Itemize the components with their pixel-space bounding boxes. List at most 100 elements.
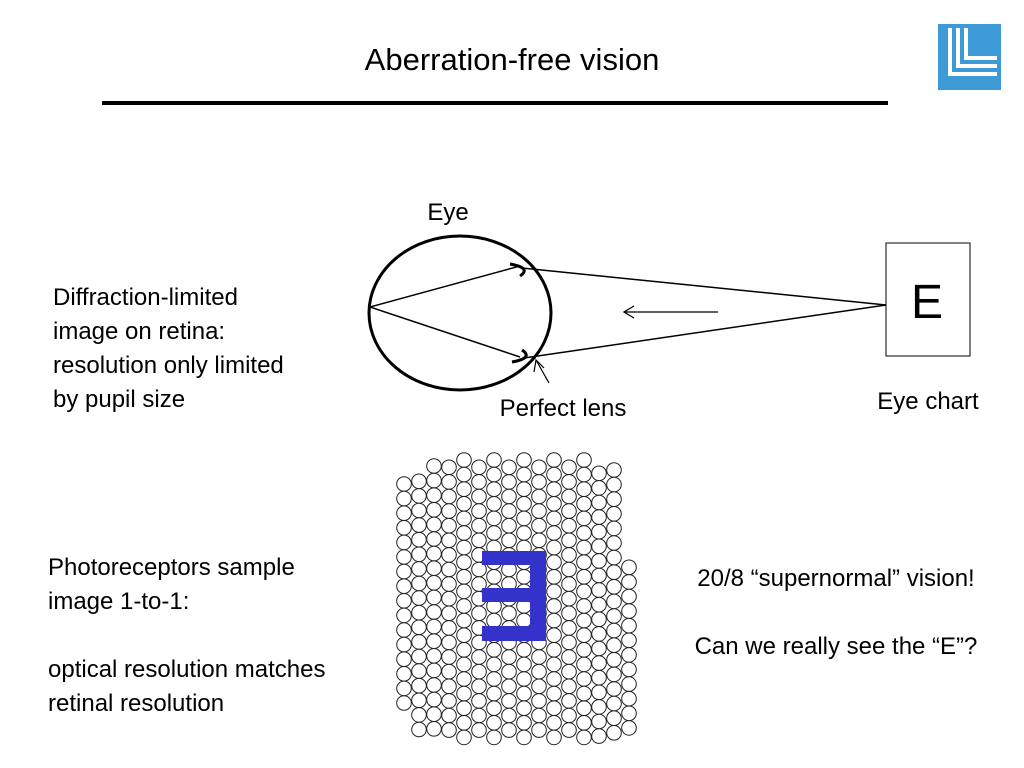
ray-inner-bottom bbox=[369, 306, 521, 358]
photoreceptor-cell bbox=[411, 663, 427, 679]
photoreceptor-cell bbox=[576, 569, 592, 585]
photoreceptor-cell bbox=[456, 569, 472, 585]
photoreceptor-cell bbox=[396, 636, 412, 653]
photoreceptor-cell bbox=[621, 617, 637, 634]
photoreceptor-cell bbox=[621, 720, 637, 736]
photoreceptor-cell bbox=[441, 678, 457, 695]
ray-inner-top bbox=[369, 265, 521, 308]
photoreceptor-cell bbox=[471, 678, 487, 695]
photoreceptor-cell bbox=[606, 608, 622, 624]
diffraction-text: Diffraction-limited image on retina: res… bbox=[53, 281, 284, 417]
photoreceptor-cell bbox=[546, 539, 562, 556]
photoreceptor-cell bbox=[576, 627, 592, 644]
photoreceptor-cell bbox=[531, 474, 547, 490]
ray-outer-top bbox=[521, 267, 887, 306]
photoreceptor-cell bbox=[441, 517, 457, 534]
photoreceptor-cell bbox=[426, 648, 442, 664]
photoreceptor-cell bbox=[546, 612, 562, 629]
photoreceptor-cell bbox=[486, 496, 502, 512]
photoreceptor-cell bbox=[561, 620, 577, 636]
photoreceptor-cell bbox=[471, 517, 487, 534]
photoreceptor-cell bbox=[591, 611, 607, 628]
photoreceptor-cell bbox=[516, 569, 532, 585]
photoreceptor-cell bbox=[441, 707, 457, 724]
photoreceptor-cell bbox=[606, 681, 622, 697]
photoreceptor-cell bbox=[501, 488, 517, 505]
photoreceptor-cell bbox=[426, 618, 442, 635]
sampled-e-segment bbox=[482, 588, 546, 602]
photoreceptor-cell bbox=[426, 502, 442, 518]
eyeball-outline bbox=[367, 234, 553, 392]
photoreceptor-cell bbox=[621, 647, 637, 663]
photoreceptor-cell bbox=[441, 547, 457, 563]
photoreceptor-cell bbox=[396, 476, 412, 492]
photoreceptor-line: retinal resolution bbox=[48, 690, 225, 717]
photoreceptor-cell bbox=[486, 656, 502, 673]
photoreceptor-cell bbox=[411, 707, 427, 723]
photoreceptor-cell bbox=[426, 575, 442, 591]
photoreceptor-cell bbox=[411, 561, 427, 577]
photoreceptor-cell bbox=[426, 604, 442, 620]
photoreceptor-cell bbox=[531, 722, 547, 738]
photoreceptor-cell bbox=[591, 480, 607, 496]
photoreceptor-cell bbox=[546, 671, 562, 687]
photoreceptor-cell bbox=[396, 607, 412, 624]
photoreceptor-cell bbox=[576, 496, 592, 512]
photoreceptor-cell bbox=[396, 505, 412, 522]
photoreceptor-cell bbox=[501, 707, 517, 724]
photoreceptor-cell bbox=[546, 598, 562, 614]
photoreceptor-cell bbox=[546, 583, 562, 600]
photoreceptor-cell bbox=[606, 725, 622, 741]
photoreceptor-cell bbox=[426, 721, 442, 737]
photoreceptor-cell bbox=[606, 652, 622, 668]
photoreceptor-cell bbox=[486, 481, 502, 498]
photoreceptor-cell bbox=[426, 458, 442, 474]
photoreceptor-cell bbox=[546, 627, 562, 644]
photoreceptor-cell bbox=[471, 663, 487, 680]
photoreceptor-cell bbox=[486, 466, 502, 483]
photoreceptor-cell bbox=[426, 589, 442, 606]
photoreceptor-cell bbox=[426, 706, 442, 723]
photoreceptor-cell bbox=[411, 502, 427, 519]
photoreceptor-cell bbox=[411, 488, 427, 504]
photoreceptor-cell bbox=[576, 612, 592, 629]
photoreceptor-cell bbox=[456, 452, 472, 468]
photoreceptor-cell bbox=[396, 593, 412, 609]
eye-chart-letter: E bbox=[911, 276, 943, 329]
photoreceptor-cell bbox=[456, 466, 472, 483]
photoreceptor-cell bbox=[456, 700, 472, 717]
photoreceptor-cell bbox=[471, 503, 487, 519]
photoreceptor-cell bbox=[396, 563, 412, 580]
photoreceptor-cell bbox=[441, 576, 457, 592]
photoreceptor-cell bbox=[501, 532, 517, 549]
photoreceptor-cell bbox=[576, 685, 592, 702]
photoreceptor-cell bbox=[591, 567, 607, 584]
photoreceptor-cell bbox=[561, 576, 577, 592]
photoreceptor-cell bbox=[606, 462, 622, 478]
photoreceptor-cell bbox=[561, 722, 577, 738]
photoreceptor-cell bbox=[576, 466, 592, 483]
photoreceptor-cell bbox=[591, 728, 607, 744]
photoreceptor-cell bbox=[621, 705, 637, 722]
slide-title: Aberration-free vision bbox=[364, 42, 660, 77]
photoreceptor-cell bbox=[396, 534, 412, 551]
photoreceptor-cell bbox=[576, 729, 592, 746]
photoreceptor-cell bbox=[591, 494, 607, 511]
photoreceptor-cell bbox=[396, 651, 412, 668]
photoreceptor-cell bbox=[411, 619, 427, 636]
photoreceptor-cell bbox=[456, 642, 472, 658]
eye-label: Eye bbox=[427, 199, 468, 226]
photoreceptor-cell bbox=[606, 491, 622, 508]
photoreceptor-cell bbox=[561, 634, 577, 651]
photoreceptor-cell bbox=[486, 525, 502, 541]
photoreceptor-cell bbox=[591, 626, 607, 642]
photoreceptor-cell bbox=[396, 520, 412, 536]
photoreceptor-cell bbox=[456, 612, 472, 629]
photoreceptor-cell bbox=[486, 510, 502, 527]
photoreceptor-cell bbox=[561, 605, 577, 622]
lens-label: Perfect lens bbox=[500, 395, 627, 422]
photoreceptor-cell bbox=[426, 560, 442, 577]
photoreceptor-cell bbox=[576, 583, 592, 600]
photoreceptor-cell bbox=[456, 554, 472, 571]
photoreceptor-cell bbox=[621, 632, 637, 649]
